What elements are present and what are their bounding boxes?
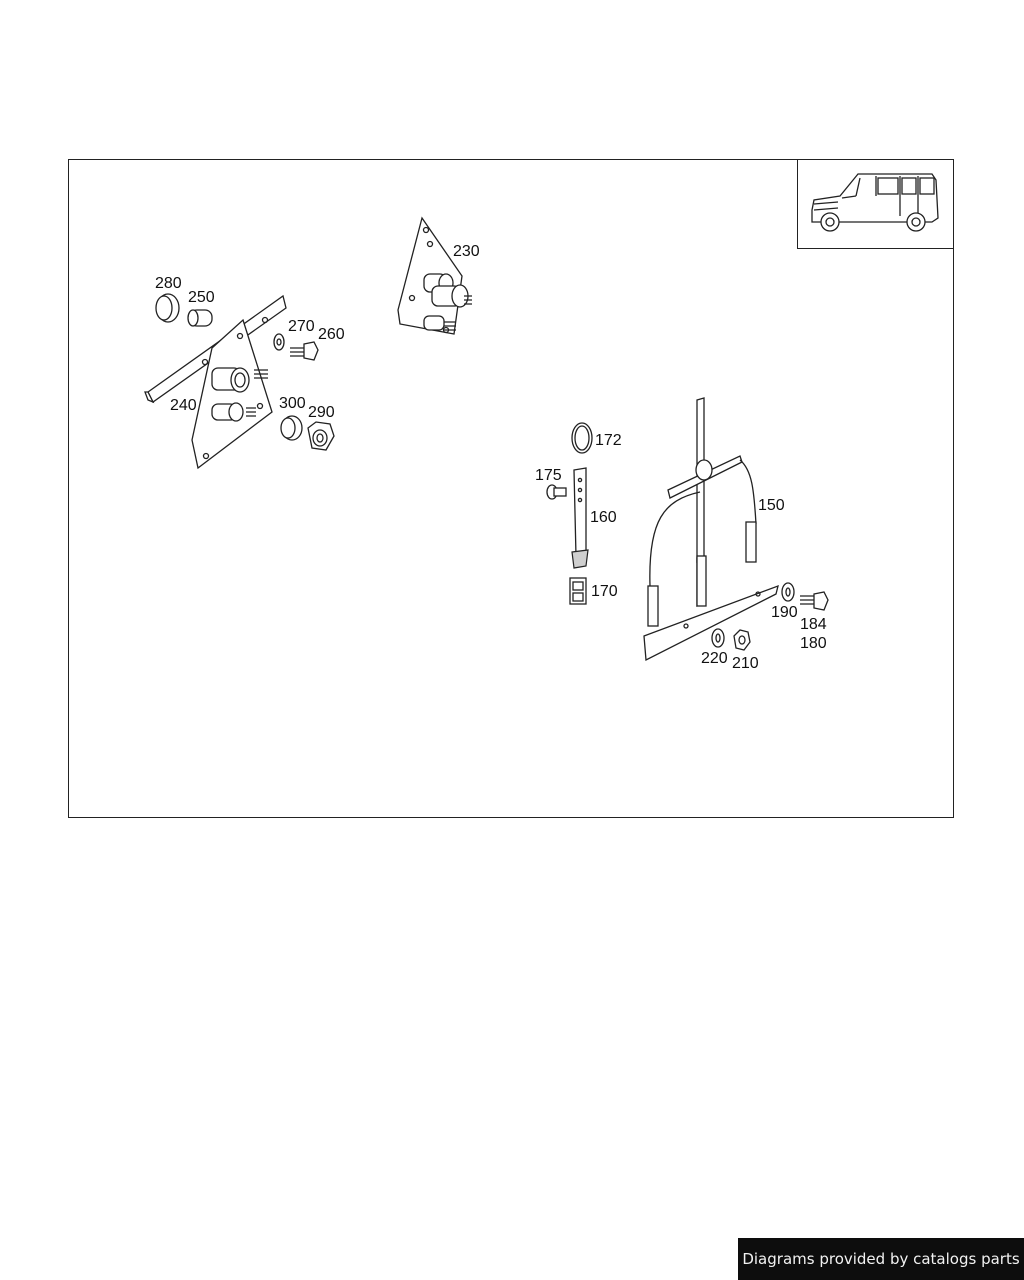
label-240: 240 bbox=[170, 397, 197, 414]
part-170-buckle bbox=[569, 577, 587, 605]
label-220: 220 bbox=[701, 650, 728, 667]
label-250: 250 bbox=[188, 289, 215, 306]
label-170: 170 bbox=[591, 583, 618, 600]
label-180: 180 bbox=[800, 635, 827, 652]
label-290: 290 bbox=[308, 404, 335, 421]
label-210: 210 bbox=[732, 655, 759, 672]
label-150: 150 bbox=[758, 497, 785, 514]
part-160-strap bbox=[571, 467, 589, 569]
part-240-plate bbox=[191, 318, 273, 470]
part-250-sleeve bbox=[187, 309, 213, 327]
part-190-washer bbox=[781, 582, 795, 602]
label-300: 300 bbox=[279, 395, 306, 412]
part-175-rivet bbox=[546, 484, 567, 500]
label-184: 184 bbox=[800, 616, 827, 633]
footer-credit: Diagrams provided by catalogs parts bbox=[738, 1238, 1024, 1280]
part-280-grommet bbox=[155, 293, 180, 323]
part-290-nut bbox=[307, 421, 335, 451]
label-260: 260 bbox=[318, 326, 345, 343]
label-280: 280 bbox=[155, 275, 182, 292]
part-230-plate bbox=[397, 216, 472, 335]
part-220-washer bbox=[711, 628, 725, 648]
part-210-nut bbox=[733, 629, 751, 651]
label-172: 172 bbox=[595, 432, 622, 449]
part-150-frame bbox=[643, 397, 779, 662]
diagram-frame bbox=[68, 159, 954, 818]
part-270-washer bbox=[273, 333, 285, 351]
label-160: 160 bbox=[590, 509, 617, 526]
part-260-bolt bbox=[290, 341, 319, 361]
part-172-ring bbox=[571, 422, 593, 454]
label-175: 175 bbox=[535, 467, 562, 484]
label-190: 190 bbox=[771, 604, 798, 621]
part-184-bolt bbox=[800, 591, 829, 611]
part-300-grommet bbox=[280, 415, 303, 441]
vehicle-thumbnail bbox=[797, 159, 954, 249]
label-270: 270 bbox=[288, 318, 315, 335]
vehicle-icon bbox=[811, 173, 939, 232]
label-230: 230 bbox=[453, 243, 480, 260]
